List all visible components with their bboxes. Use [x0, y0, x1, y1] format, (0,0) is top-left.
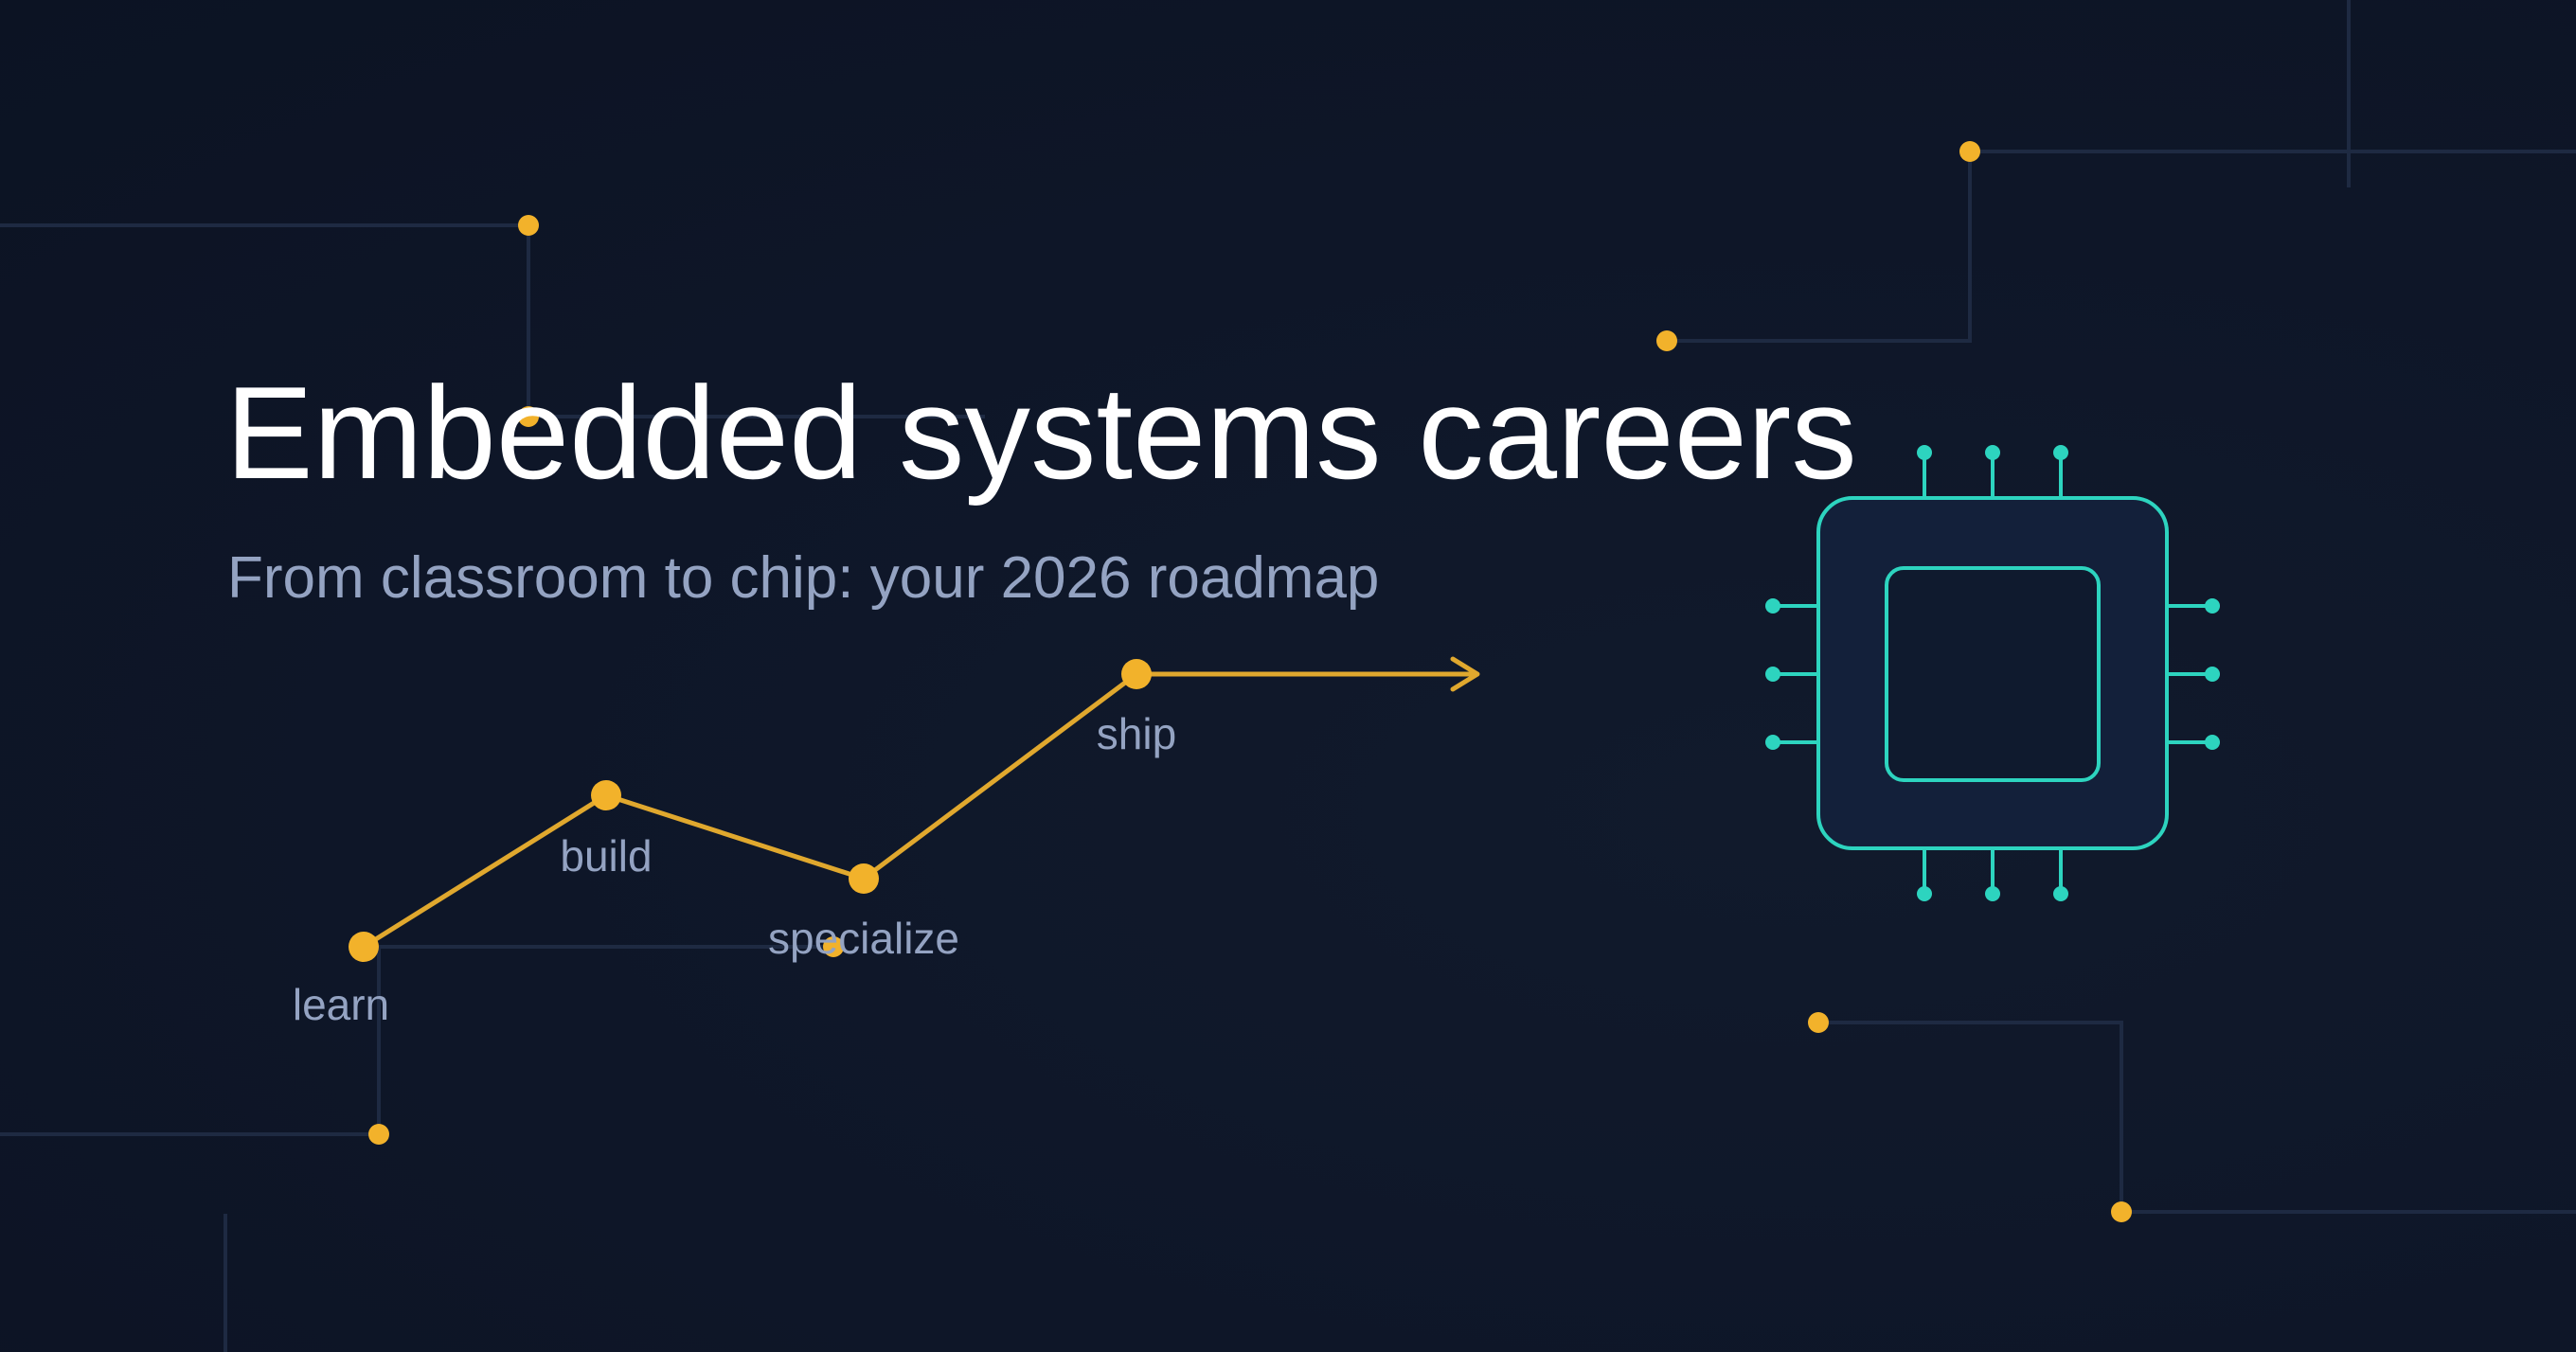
- roadmap-step-dot-ship: [1121, 659, 1152, 689]
- trace-node: [368, 1124, 389, 1145]
- trace-node: [823, 936, 844, 957]
- chip-die: [1885, 566, 2101, 782]
- trace-node: [518, 215, 539, 236]
- trace-node: [1656, 330, 1677, 351]
- step-label-learn: learn: [293, 980, 389, 1029]
- roadmap-step-dot-specialize: [849, 863, 879, 894]
- roadmap-line: [362, 672, 1138, 950]
- roadmap-step-dot-build: [591, 780, 621, 810]
- trace-node: [2111, 1201, 2132, 1222]
- arrow-right-icon: [1136, 656, 1480, 692]
- page-title: Embedded systems careers: [225, 360, 1857, 507]
- trace-line: [0, 223, 985, 418]
- trace-line: [0, 945, 833, 1136]
- page-subtitle: From classroom to chip: your 2026 roadma…: [227, 545, 1380, 611]
- trace-line: [1667, 150, 2576, 343]
- step-label-build: build: [560, 831, 652, 881]
- step-label-specialize: specialize: [768, 914, 959, 963]
- trace-node: [1808, 1012, 1829, 1033]
- trace-node: [518, 406, 539, 427]
- roadmap-step-dot-learn: [349, 932, 379, 962]
- trace-node: [1959, 141, 1980, 162]
- trace-line: [1818, 1021, 2576, 1214]
- step-label-ship: ship: [1097, 709, 1176, 758]
